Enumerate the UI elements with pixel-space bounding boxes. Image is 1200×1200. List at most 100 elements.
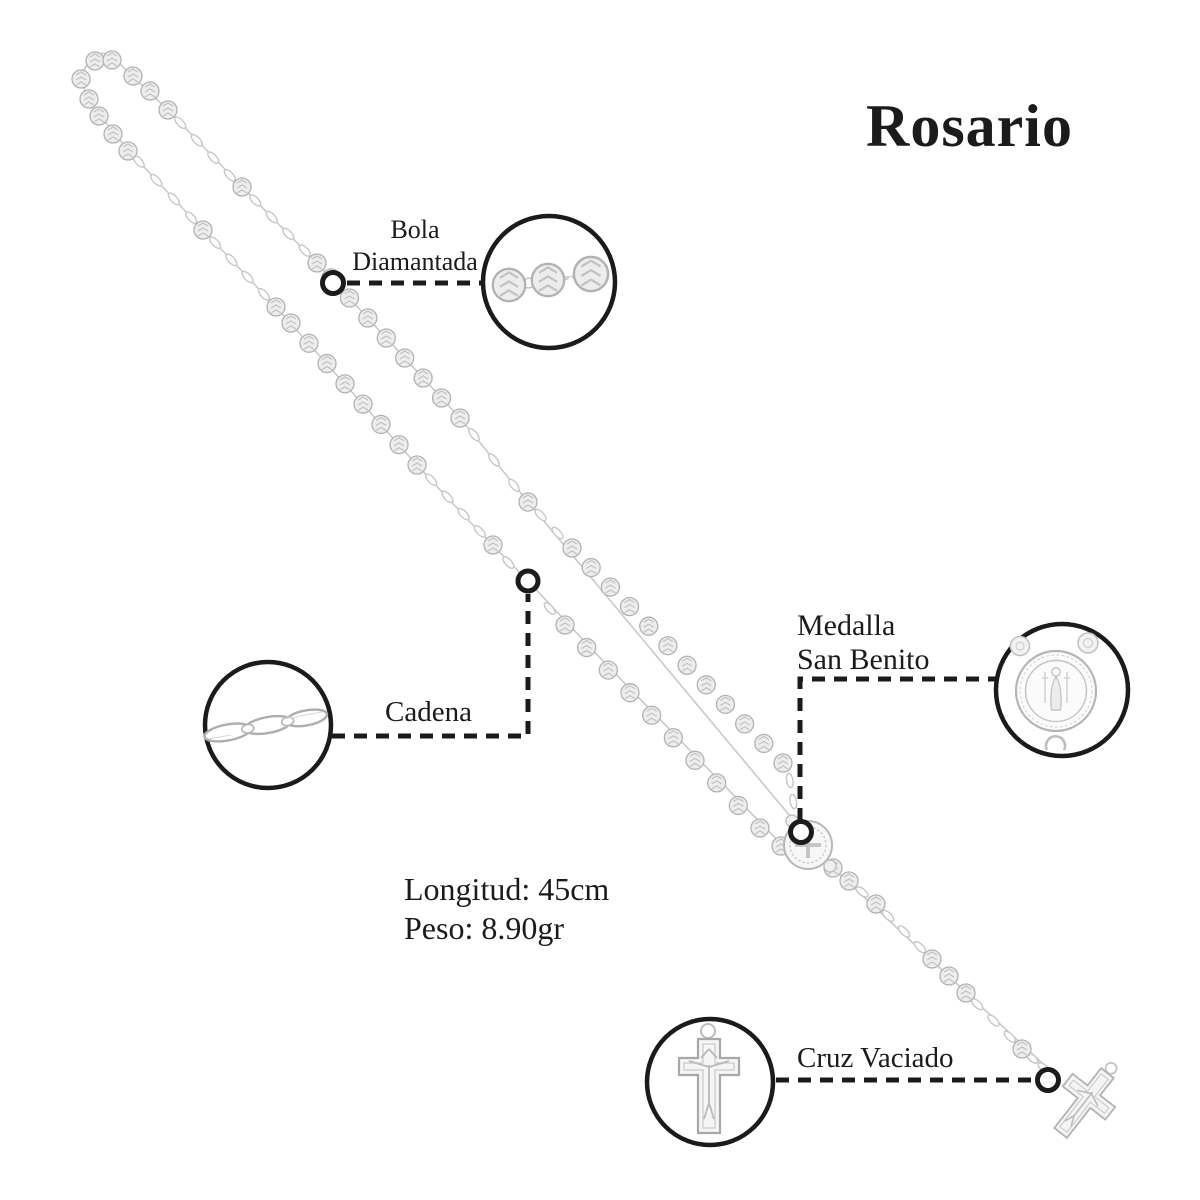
- bead: [79, 89, 99, 109]
- bead: [581, 557, 601, 578]
- chain-link: [249, 194, 262, 207]
- bead: [317, 353, 337, 374]
- bead: [572, 255, 610, 293]
- bola-label-line1: Bola: [390, 215, 440, 244]
- bead: [696, 675, 716, 695]
- spec-weight: Peso: 8.90gr: [404, 910, 564, 946]
- rosary-chain: [71, 50, 1118, 1140]
- chain-link: [551, 526, 564, 540]
- bead: [939, 966, 959, 986]
- bead: [518, 492, 538, 512]
- chain-link: [457, 507, 470, 521]
- chain-link: [534, 508, 547, 522]
- chain-link: [424, 473, 438, 487]
- medalla-zoom-bead: [1077, 632, 1099, 654]
- crucifix-inner-outline: [1059, 1073, 1110, 1133]
- chain-link: [468, 427, 480, 442]
- medalla-label-line2: San Benito: [797, 643, 930, 676]
- bead: [89, 106, 109, 126]
- medalla-zoom-inner-ring: [1024, 659, 1088, 723]
- bead: [102, 50, 122, 70]
- chain-link: [987, 1014, 1000, 1027]
- chain-link: [282, 227, 295, 241]
- bola-callout-marker: [320, 270, 346, 296]
- cadena-zoom-connector: [280, 716, 295, 727]
- bead: [562, 538, 582, 558]
- product-specs: Longitud: 45cm Peso: 8.90gr: [404, 870, 609, 948]
- cadena-callout-marker: [515, 568, 541, 594]
- chain-link: [543, 602, 556, 615]
- bead: [232, 177, 252, 197]
- medalla-zoom-saint-body: [1050, 676, 1062, 711]
- bead: [299, 333, 319, 353]
- bead: [663, 728, 683, 748]
- product-title: Rosario: [866, 93, 1073, 159]
- bead: [358, 308, 378, 328]
- chain-link: [1003, 1030, 1017, 1044]
- cadena-zoom-detail: [203, 708, 329, 743]
- bead: [728, 795, 748, 816]
- bead: [839, 871, 859, 891]
- bola-zoom-dot: [565, 276, 569, 280]
- medalla-label: Medalla San Benito: [797, 609, 930, 677]
- bead: [307, 253, 327, 273]
- bead: [922, 949, 942, 969]
- bead: [600, 577, 621, 597]
- bead: [395, 348, 415, 368]
- bead: [85, 51, 105, 71]
- medalla-zoom-detail: [1009, 632, 1099, 751]
- bola-label: Bola Diamantada: [325, 214, 505, 278]
- chain-link: [473, 524, 487, 538]
- medalla-zoom-rim-text: [1019, 654, 1093, 728]
- bead: [491, 267, 527, 303]
- medalla-zoom-bead: [1009, 635, 1031, 657]
- bead: [639, 616, 659, 636]
- medalla-zoom-saint-staffs: [1042, 672, 1070, 703]
- chain-left-strand: [79, 52, 791, 854]
- cruz-label: Cruz Vaciado: [797, 1042, 954, 1074]
- chain-link: [265, 210, 278, 224]
- bead: [389, 435, 409, 455]
- bead: [642, 705, 662, 725]
- cruz-zoom-corpus: [688, 1048, 730, 1120]
- bead: [754, 733, 774, 754]
- cadena-zoom-connector: [241, 723, 255, 734]
- bead: [956, 983, 976, 1003]
- chain-link: [881, 909, 895, 923]
- bead: [620, 683, 640, 703]
- bead: [371, 414, 391, 435]
- medalla-zoom-bead-detail: [1015, 641, 1025, 651]
- bead: [1012, 1039, 1032, 1059]
- bead: [866, 894, 886, 914]
- medal-rim: [789, 826, 827, 864]
- bead: [658, 636, 678, 656]
- chain-link: [225, 253, 238, 267]
- chain-link: [207, 151, 220, 165]
- bead: [353, 394, 373, 414]
- bola-label-line2: Diamantada: [352, 247, 478, 276]
- chain-link: [257, 287, 271, 301]
- bead: [335, 374, 355, 394]
- bead: [577, 637, 597, 658]
- chain-link: [488, 453, 500, 467]
- bead: [281, 313, 301, 333]
- chain-link: [298, 244, 311, 257]
- chain-link: [785, 772, 794, 789]
- chain-link: [190, 133, 203, 147]
- bead: [677, 655, 697, 675]
- bead: [555, 615, 575, 635]
- bead: [71, 69, 91, 89]
- chain-link: [167, 192, 180, 206]
- medalla-zoom-bead-detail: [1082, 637, 1094, 649]
- bead: [707, 773, 727, 793]
- bead: [407, 455, 427, 475]
- bead: [376, 328, 396, 348]
- chain-link: [174, 116, 187, 130]
- bead: [734, 714, 755, 734]
- cruz-zoom-detail: [677, 1023, 741, 1135]
- cruz-callout-marker: [1035, 1067, 1061, 1093]
- chain-link: [502, 556, 515, 569]
- bead: [598, 660, 618, 680]
- bead: [483, 535, 503, 555]
